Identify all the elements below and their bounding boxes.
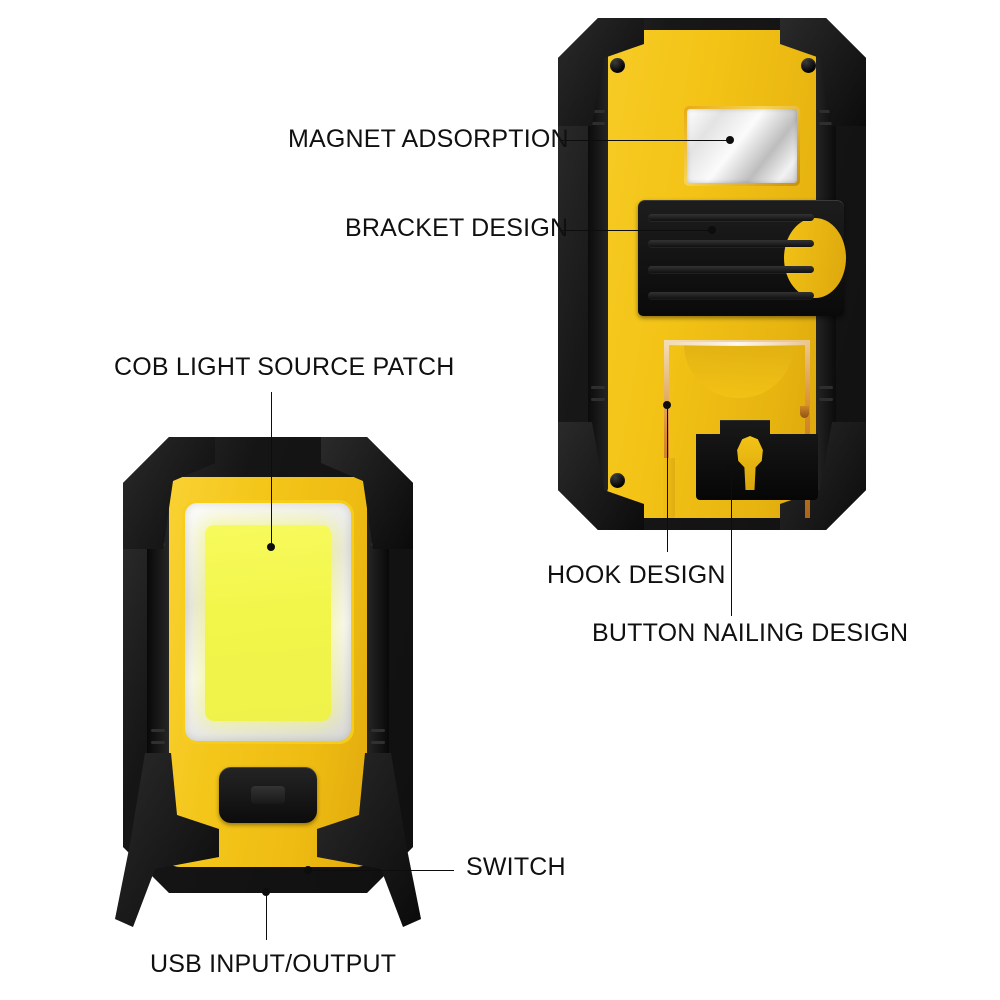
- ribbed-bracket-stand: [638, 200, 846, 316]
- hook-tip: [800, 406, 809, 418]
- leader-dot-bracket-design: [708, 226, 716, 234]
- hook-leg-recess: [661, 458, 675, 518]
- callout-label-cob-light-source-patch: COB LIGHT SOURCE PATCH: [114, 353, 455, 381]
- magnet-adsorption-plate: [684, 106, 800, 186]
- leader-dot-button-nailing-design: [727, 464, 735, 472]
- front-view: [113, 437, 423, 927]
- leader-line-usb-input-output: [266, 892, 267, 940]
- leader-line-hook-design: [667, 405, 668, 552]
- callout-label-button-nailing-design: BUTTON NAILING DESIGN: [592, 619, 909, 647]
- callout-label-switch: SWITCH: [466, 853, 566, 881]
- callout-label-magnet-adsorption: MAGNET ADSORPTION: [288, 125, 569, 153]
- leader-dot-usb-input-output: [262, 888, 270, 896]
- back-view: [558, 18, 866, 530]
- leader-dot-hook-design: [663, 401, 671, 409]
- power-switch-button[interactable]: [219, 767, 317, 823]
- leader-line-button-nailing-design: [731, 468, 732, 616]
- callout-label-bracket-design: BRACKET DESIGN: [345, 214, 569, 242]
- bracket-finger-notch: [784, 218, 846, 298]
- leader-line-bracket-design: [562, 230, 710, 231]
- leader-line-cob-light-source-patch: [271, 392, 272, 547]
- leader-line-switch: [308, 870, 454, 871]
- leader-dot-cob-light-source-patch: [267, 543, 275, 551]
- hook-highlight: [666, 342, 808, 346]
- screw-top-left: [610, 58, 625, 73]
- screw-top-right: [801, 58, 816, 73]
- leader-dot-magnet-adsorption: [726, 136, 734, 144]
- screw-bottom-left: [610, 473, 625, 488]
- cob-light-panel: [205, 525, 331, 721]
- callout-label-usb-input-output: USB INPUT/OUTPUT: [150, 950, 397, 978]
- callout-label-hook-design: HOOK DESIGN: [547, 561, 726, 589]
- leader-line-magnet-adsorption: [562, 140, 728, 141]
- leader-dot-switch: [304, 866, 312, 874]
- left-rail: [588, 46, 608, 494]
